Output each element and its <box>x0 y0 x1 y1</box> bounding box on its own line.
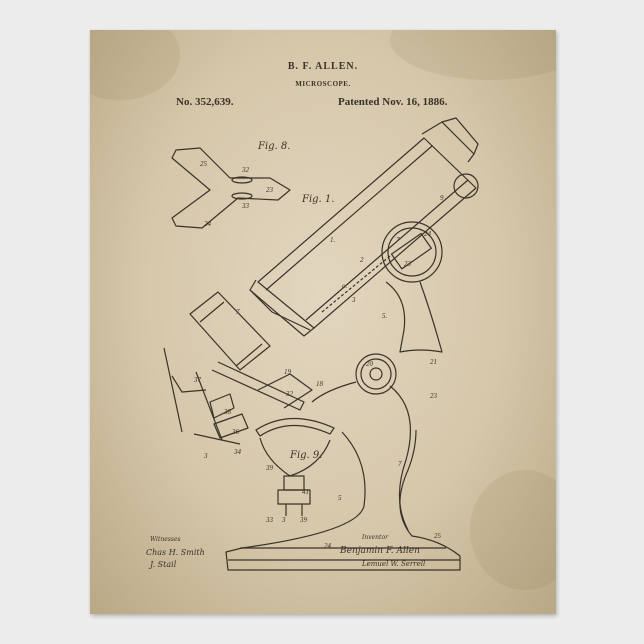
witnesses-label: Witnesses <box>150 536 181 543</box>
svg-text:3: 3 <box>203 452 208 460</box>
svg-text:20: 20 <box>366 360 374 368</box>
svg-text:39: 39 <box>299 516 308 524</box>
svg-text:19: 19 <box>284 368 292 376</box>
svg-text:23: 23 <box>430 392 438 400</box>
inventor-signature: Benjamin F. Allen <box>340 546 420 556</box>
svg-text:38: 38 <box>223 408 232 416</box>
svg-text:2: 2 <box>360 256 364 264</box>
svg-text:7: 7 <box>398 460 402 468</box>
inventor-label: Inventor <box>362 534 388 541</box>
svg-text:9: 9 <box>440 194 444 202</box>
svg-text:7: 7 <box>236 308 240 316</box>
reference-numerals: 253223 3324 1.23 5.o.9 24237 212023 1819… <box>193 160 444 550</box>
svg-text:18: 18 <box>316 380 324 388</box>
svg-text:41: 41 <box>302 488 309 496</box>
svg-text:1.: 1. <box>330 236 336 244</box>
svg-text:o.: o. <box>342 282 348 290</box>
svg-text:5: 5 <box>338 494 342 502</box>
svg-text:3: 3 <box>281 516 286 524</box>
svg-text:7: 7 <box>396 236 400 244</box>
svg-text:24: 24 <box>204 220 212 228</box>
svg-text:5.: 5. <box>382 312 388 320</box>
fig1-label: Fig. 1. <box>302 194 334 205</box>
microscope-arm <box>312 282 442 530</box>
microscope-drawing: 253223 3324 1.23 5.o.9 24237 212023 1819… <box>90 30 556 614</box>
attorney-signature: Lemuel W. Serrell <box>362 560 425 568</box>
svg-text:23: 23 <box>266 186 274 194</box>
svg-text:39: 39 <box>265 464 274 472</box>
svg-text:33: 33 <box>241 202 250 210</box>
svg-text:37: 37 <box>193 376 202 384</box>
witness-signature: Chas H. Smith <box>146 548 205 557</box>
svg-text:25: 25 <box>200 160 208 168</box>
svg-text:24: 24 <box>424 230 432 238</box>
svg-text:24: 24 <box>324 542 332 550</box>
svg-text:32: 32 <box>241 166 250 174</box>
fig9-label: Fig. 9. <box>290 450 322 461</box>
patent-poster: B. F. ALLEN. MICROSCOPE. No. 352,639. Pa… <box>90 30 556 614</box>
svg-text:32: 32 <box>285 390 294 398</box>
svg-text:33: 33 <box>265 516 274 524</box>
svg-text:3: 3 <box>351 296 356 304</box>
svg-text:36: 36 <box>231 428 240 436</box>
svg-text:25: 25 <box>434 532 442 540</box>
witness-signature: J. Stail <box>150 560 176 569</box>
svg-text:34: 34 <box>233 448 242 456</box>
fig8-label: Fig. 8. <box>258 141 290 152</box>
svg-text:23: 23 <box>404 260 412 268</box>
svg-text:21: 21 <box>430 358 437 366</box>
focus-wheel <box>382 174 478 282</box>
